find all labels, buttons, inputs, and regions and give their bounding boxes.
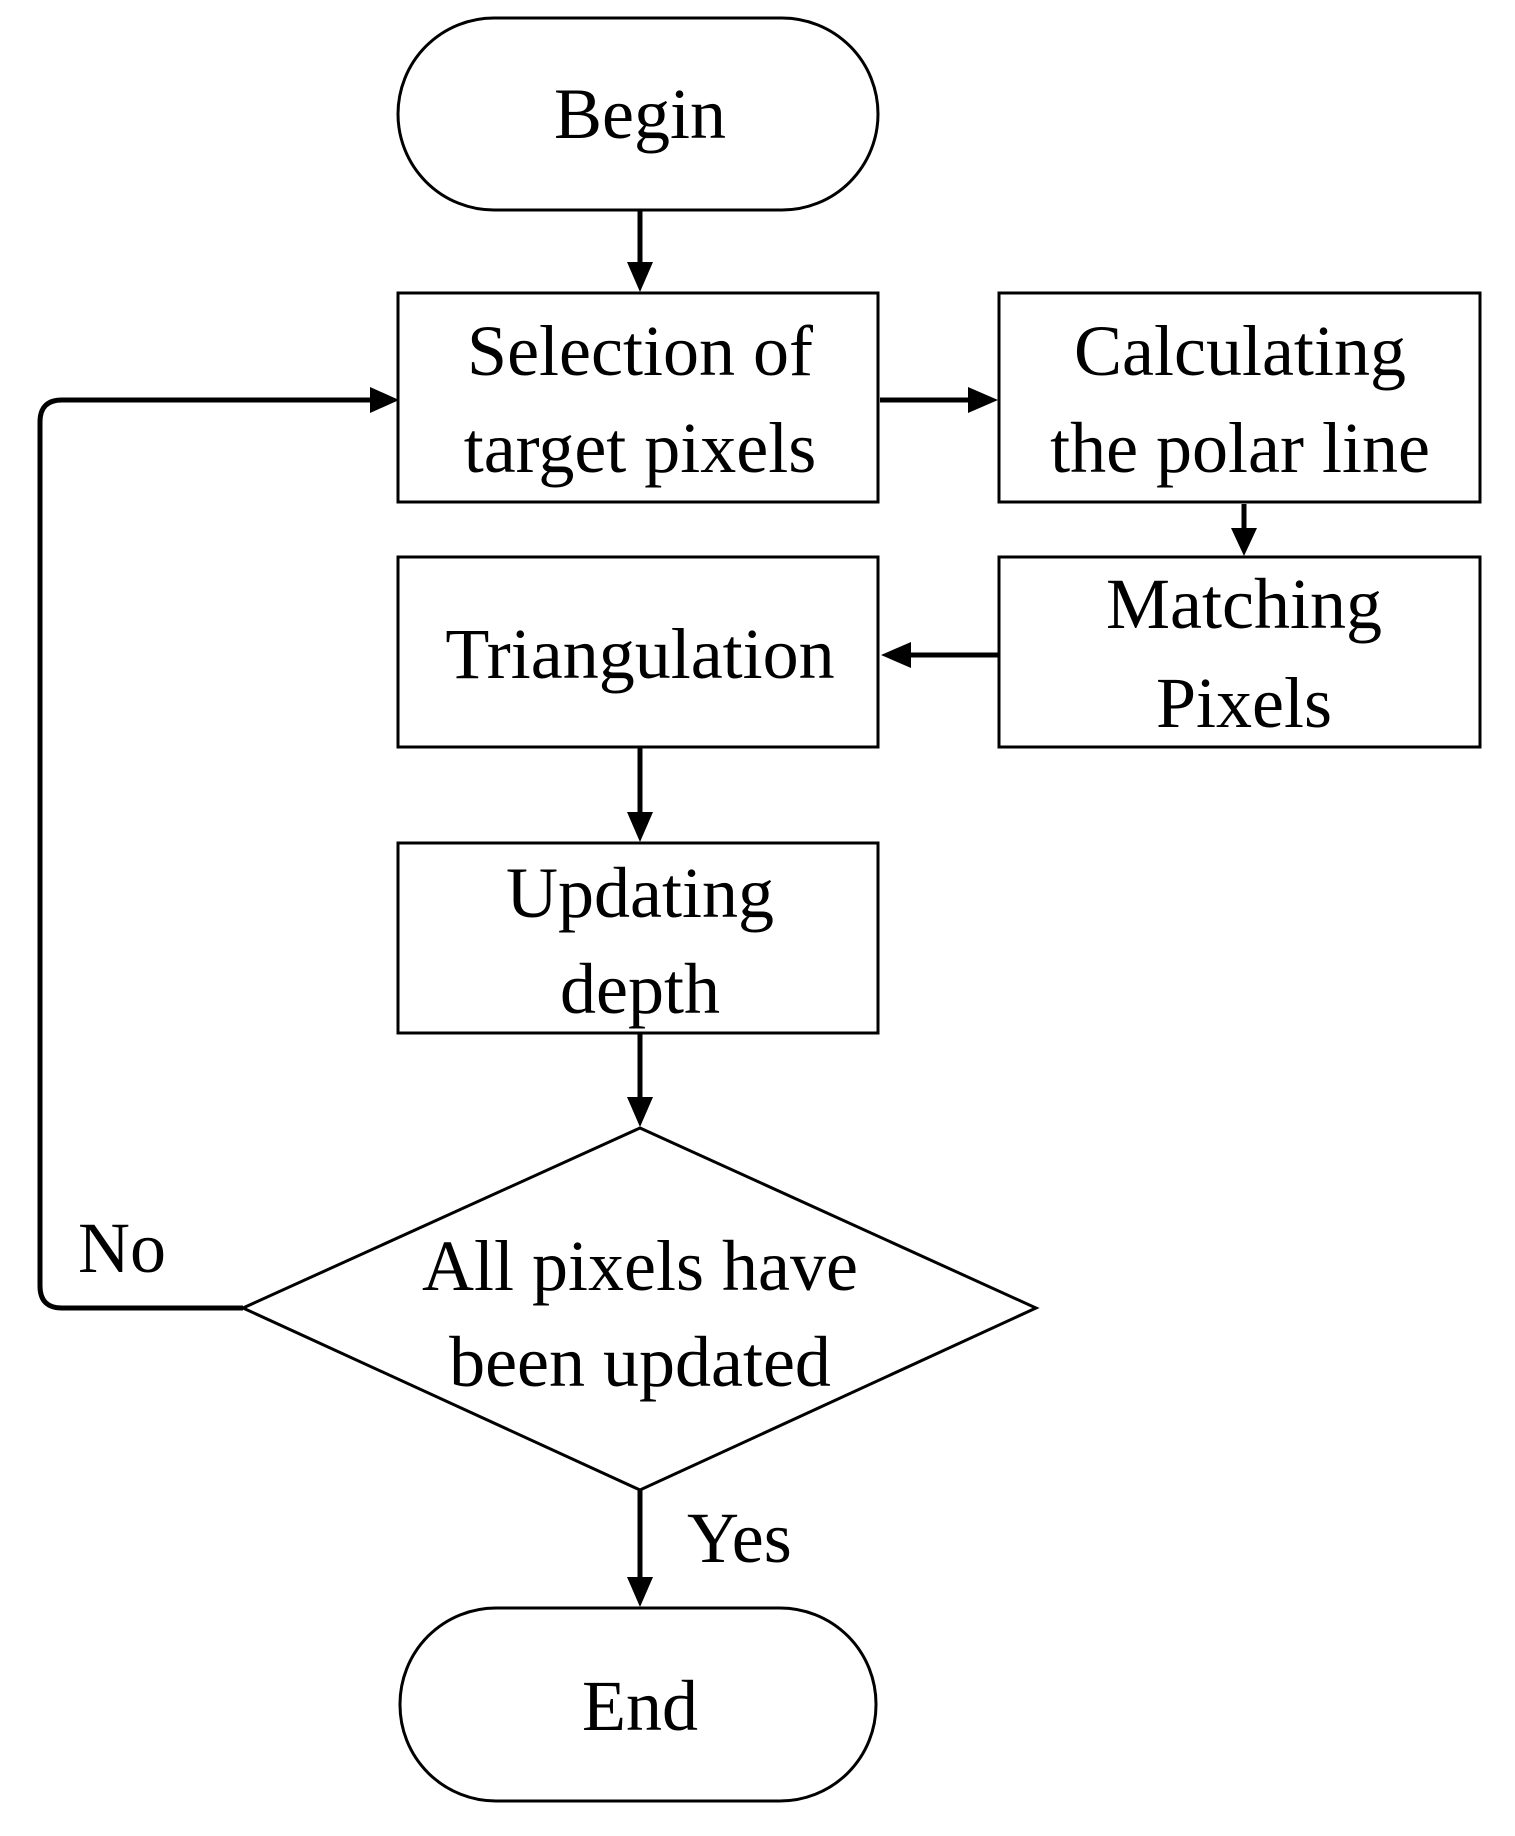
edge-calculating-to-matching bbox=[1231, 504, 1257, 556]
matching-label-line2: Pixels bbox=[1156, 663, 1332, 743]
calculating-label-line1: Calculating bbox=[1074, 311, 1406, 391]
updating-label-line2: depth bbox=[560, 949, 720, 1029]
decision-label-line2: been updated bbox=[449, 1322, 831, 1402]
decision-diamond: All pixels have been updated bbox=[239, 1126, 1040, 1492]
updating-process: Updating depth bbox=[396, 841, 880, 1035]
selection-process: Selection of target pixels bbox=[396, 291, 880, 504]
matching-label-line1: Matching bbox=[1106, 564, 1382, 644]
calculating-process: Calculating the polar line bbox=[997, 291, 1482, 504]
no-branch-label: No bbox=[78, 1208, 166, 1288]
begin-terminator: Begin bbox=[396, 16, 880, 212]
end-terminator: End bbox=[398, 1606, 878, 1803]
selection-label-line1: Selection of bbox=[467, 311, 813, 391]
end-label: End bbox=[582, 1666, 698, 1746]
edge-decision-to-end bbox=[627, 1490, 653, 1607]
triangulation-process: Triangulation bbox=[396, 555, 880, 749]
edge-no-loop bbox=[37, 387, 399, 1311]
edge-matching-to-triangulation bbox=[881, 642, 1000, 668]
matching-process: Matching Pixels bbox=[997, 555, 1482, 749]
updating-label-line1: Updating bbox=[506, 853, 774, 933]
begin-label: Begin bbox=[554, 74, 726, 154]
triangulation-label: Triangulation bbox=[445, 614, 834, 694]
edge-begin-to-selection bbox=[627, 210, 653, 292]
edge-triangulation-to-updating bbox=[627, 748, 653, 842]
calculating-label-line2: the polar line bbox=[1050, 408, 1430, 488]
decision-label-line1: All pixels have bbox=[422, 1226, 858, 1306]
edge-selection-to-calculating bbox=[880, 387, 998, 413]
yes-branch-label: Yes bbox=[687, 1498, 792, 1578]
selection-label-line2: target pixels bbox=[464, 408, 817, 488]
